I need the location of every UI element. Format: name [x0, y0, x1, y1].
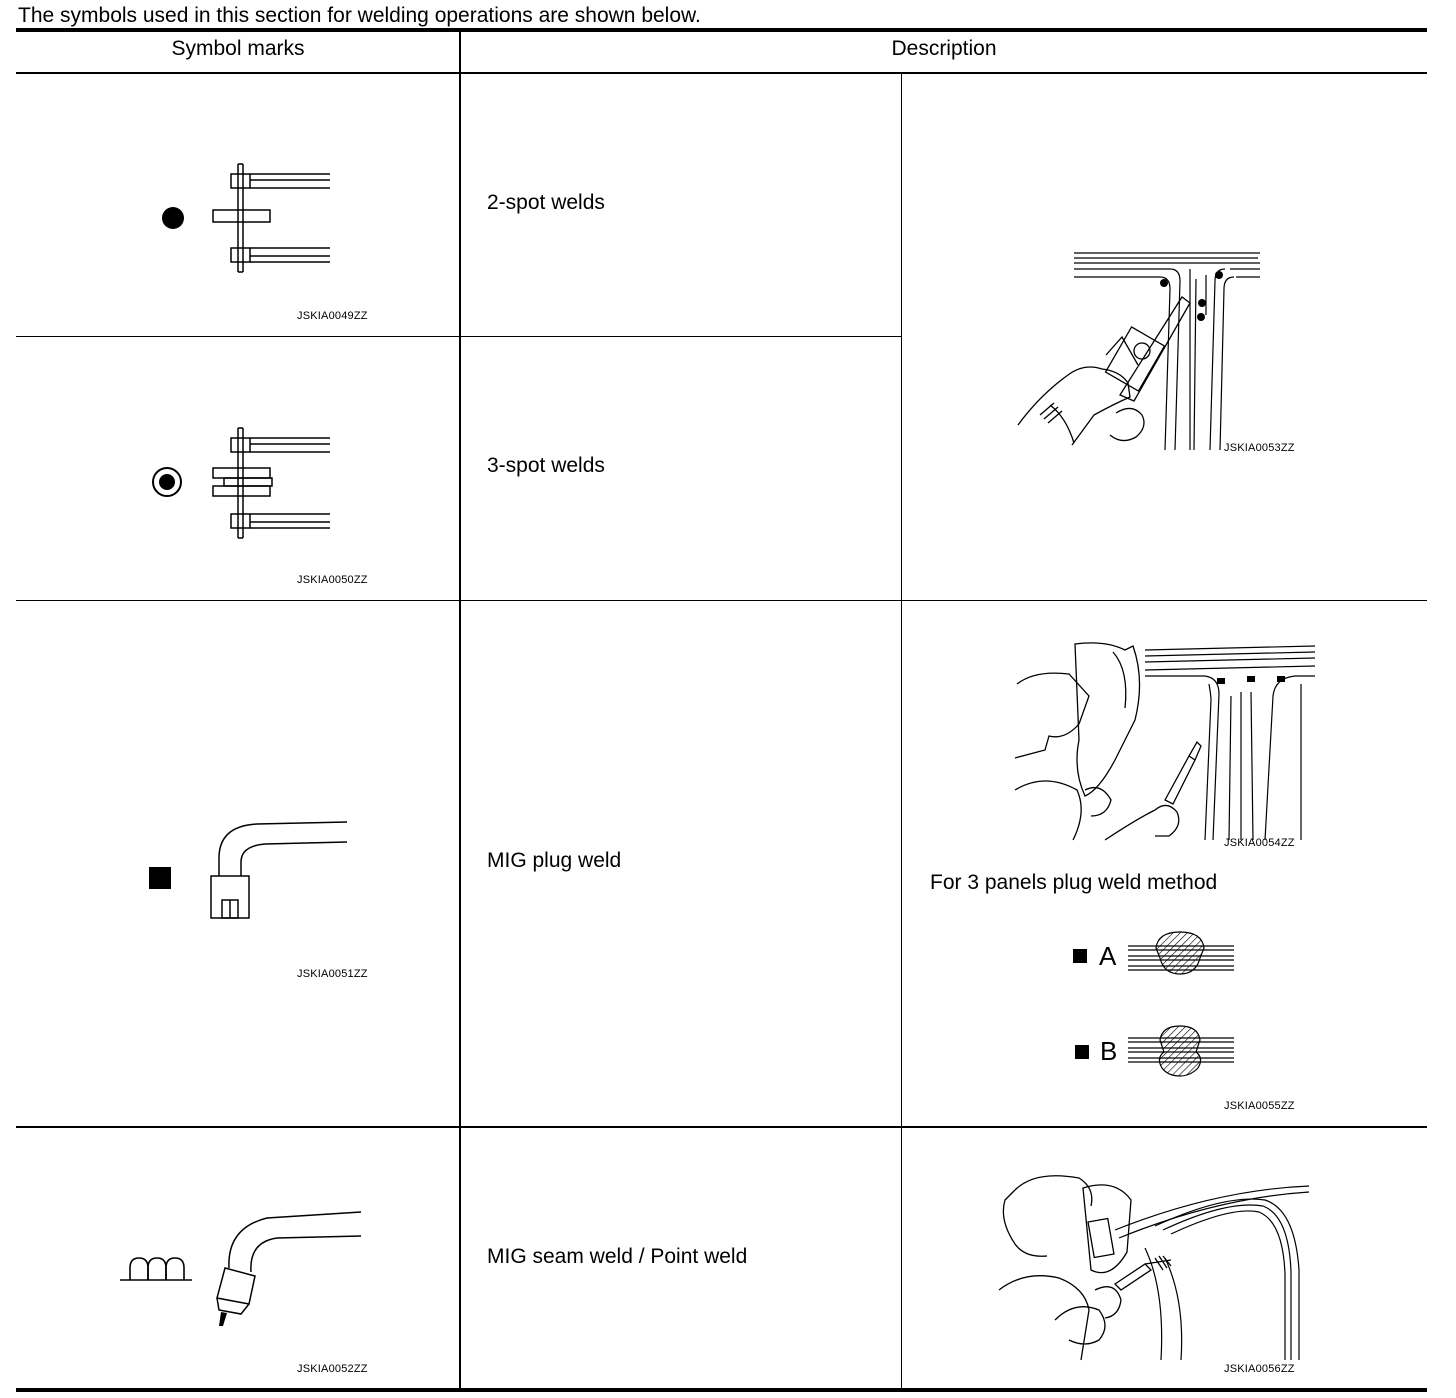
description-2-spot-welds: 2-spot welds: [487, 191, 605, 214]
header-description: Description: [891, 37, 997, 60]
mig-torch-plug-diagram: [205, 818, 355, 928]
filled-circle-icon: [162, 207, 184, 229]
header-rule: [16, 72, 1427, 74]
plug-welding-illustration: [1005, 640, 1317, 845]
top-rule: [16, 28, 1427, 32]
symbol-code-4: JSKIA0052ZZ: [297, 1363, 368, 1375]
description-3-spot-welds: 3-spot welds: [487, 454, 605, 477]
plug-method-code: JSKIA0055ZZ: [1224, 1100, 1295, 1112]
seam-welding-illustration: [995, 1160, 1315, 1360]
method-b-label: B: [1100, 1036, 1118, 1066]
intro-text: The symbols used in this section for wel…: [18, 4, 701, 27]
plug-weld-illustration-code: JSKIA0054ZZ: [1224, 837, 1295, 849]
spot-weld-illustration-code: JSKIA0053ZZ: [1224, 442, 1295, 454]
two-spot-weld-diagram: [210, 160, 334, 276]
column-rule-1: [459, 30, 461, 1390]
arches-icon: [118, 1252, 194, 1286]
symbol-code-1: JSKIA0049ZZ: [297, 310, 368, 322]
row-rule-3: [16, 1126, 1427, 1128]
filled-square-icon: [149, 867, 171, 889]
three-spot-weld-diagram: [210, 424, 334, 542]
method-b-square-icon: [1075, 1045, 1089, 1059]
symbol-code-3: JSKIA0051ZZ: [297, 968, 368, 980]
seam-weld-illustration-code: JSKIA0056ZZ: [1224, 1363, 1295, 1375]
method-a-section-diagram: [1126, 930, 1236, 986]
header-symbol-marks: Symbol marks: [171, 37, 305, 60]
description-mig-seam-weld: MIG seam weld / Point weld: [487, 1245, 748, 1268]
method-a-square-icon: [1073, 949, 1087, 963]
column-rule-2: [901, 74, 902, 1390]
symbol-code-2: JSKIA0050ZZ: [297, 574, 368, 586]
mig-torch-seam-diagram: [205, 1208, 365, 1326]
bullseye-circle-icon: [150, 465, 184, 499]
description-mig-plug-weld: MIG plug weld: [487, 849, 622, 872]
method-a-label: A: [1099, 941, 1117, 971]
bottom-rule: [16, 1388, 1427, 1392]
spot-welding-illustration: [1010, 245, 1270, 460]
row-rule-2: [16, 600, 1427, 601]
plug-weld-method-note: For 3 panels plug weld method: [930, 871, 1218, 894]
method-b-section-diagram: [1126, 1022, 1236, 1078]
